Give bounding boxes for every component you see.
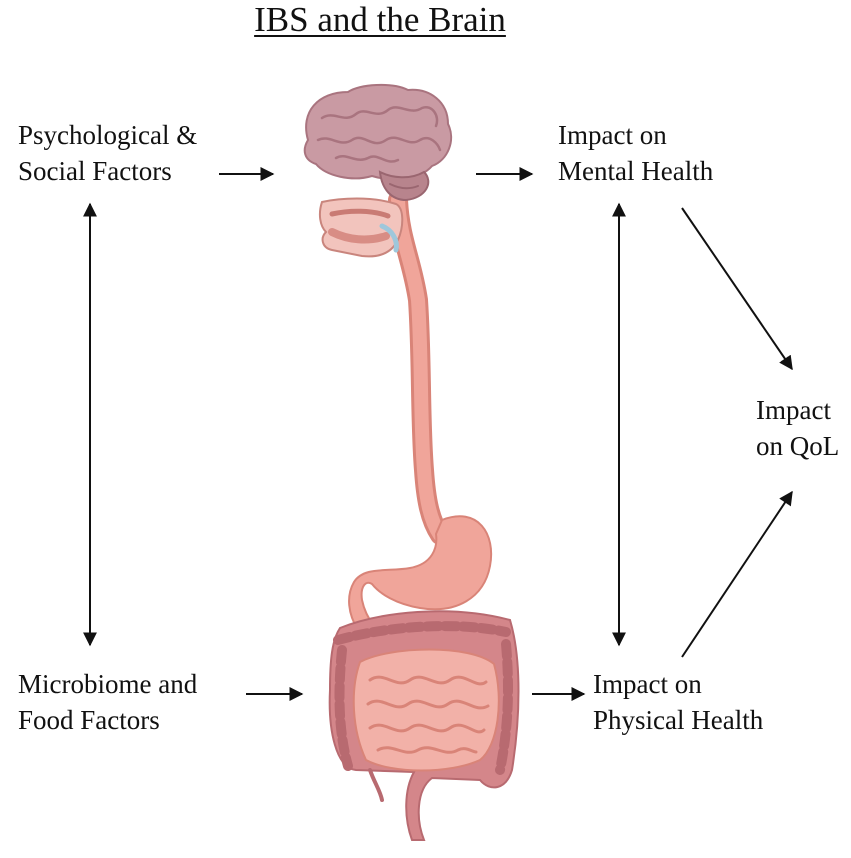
node-psychological-line2: Social Factors: [18, 156, 172, 186]
arrow-physical-health-to-qol: [681, 490, 793, 658]
node-physical-line1: Impact on: [593, 669, 702, 699]
diagram-title: IBS and the Brain: [254, 0, 506, 39]
node-mental-line1: Impact on: [558, 120, 667, 150]
node-microbiome-line1: Microbiome and: [18, 669, 198, 699]
node-psychological-line1: Psychological &: [18, 120, 198, 150]
node-microbiome-line2: Food Factors: [18, 705, 160, 735]
brain-icon: [303, 83, 453, 202]
arrow-mental-health-to-qol: [681, 207, 793, 371]
node-qol-line1: Impact: [756, 395, 831, 425]
node-impact-physical-health: Impact on Physical Health: [593, 666, 763, 738]
node-microbiome-food-factors: Microbiome and Food Factors: [18, 666, 197, 738]
node-impact-qol: Impact on QoL: [756, 392, 839, 464]
node-impact-mental-health: Impact on Mental Health: [558, 117, 713, 189]
node-mental-line2: Mental Health: [558, 156, 714, 186]
node-physical-line2: Physical Health: [593, 705, 764, 735]
node-qol-line2: on QoL: [756, 431, 840, 461]
node-psychological-social-factors: Psychological & Social Factors: [18, 117, 197, 189]
stomach-icon: [348, 515, 493, 632]
digestive-system-illustration: [303, 83, 520, 841]
mouth-icon: [318, 197, 404, 258]
large-intestine-icon: [328, 610, 520, 841]
